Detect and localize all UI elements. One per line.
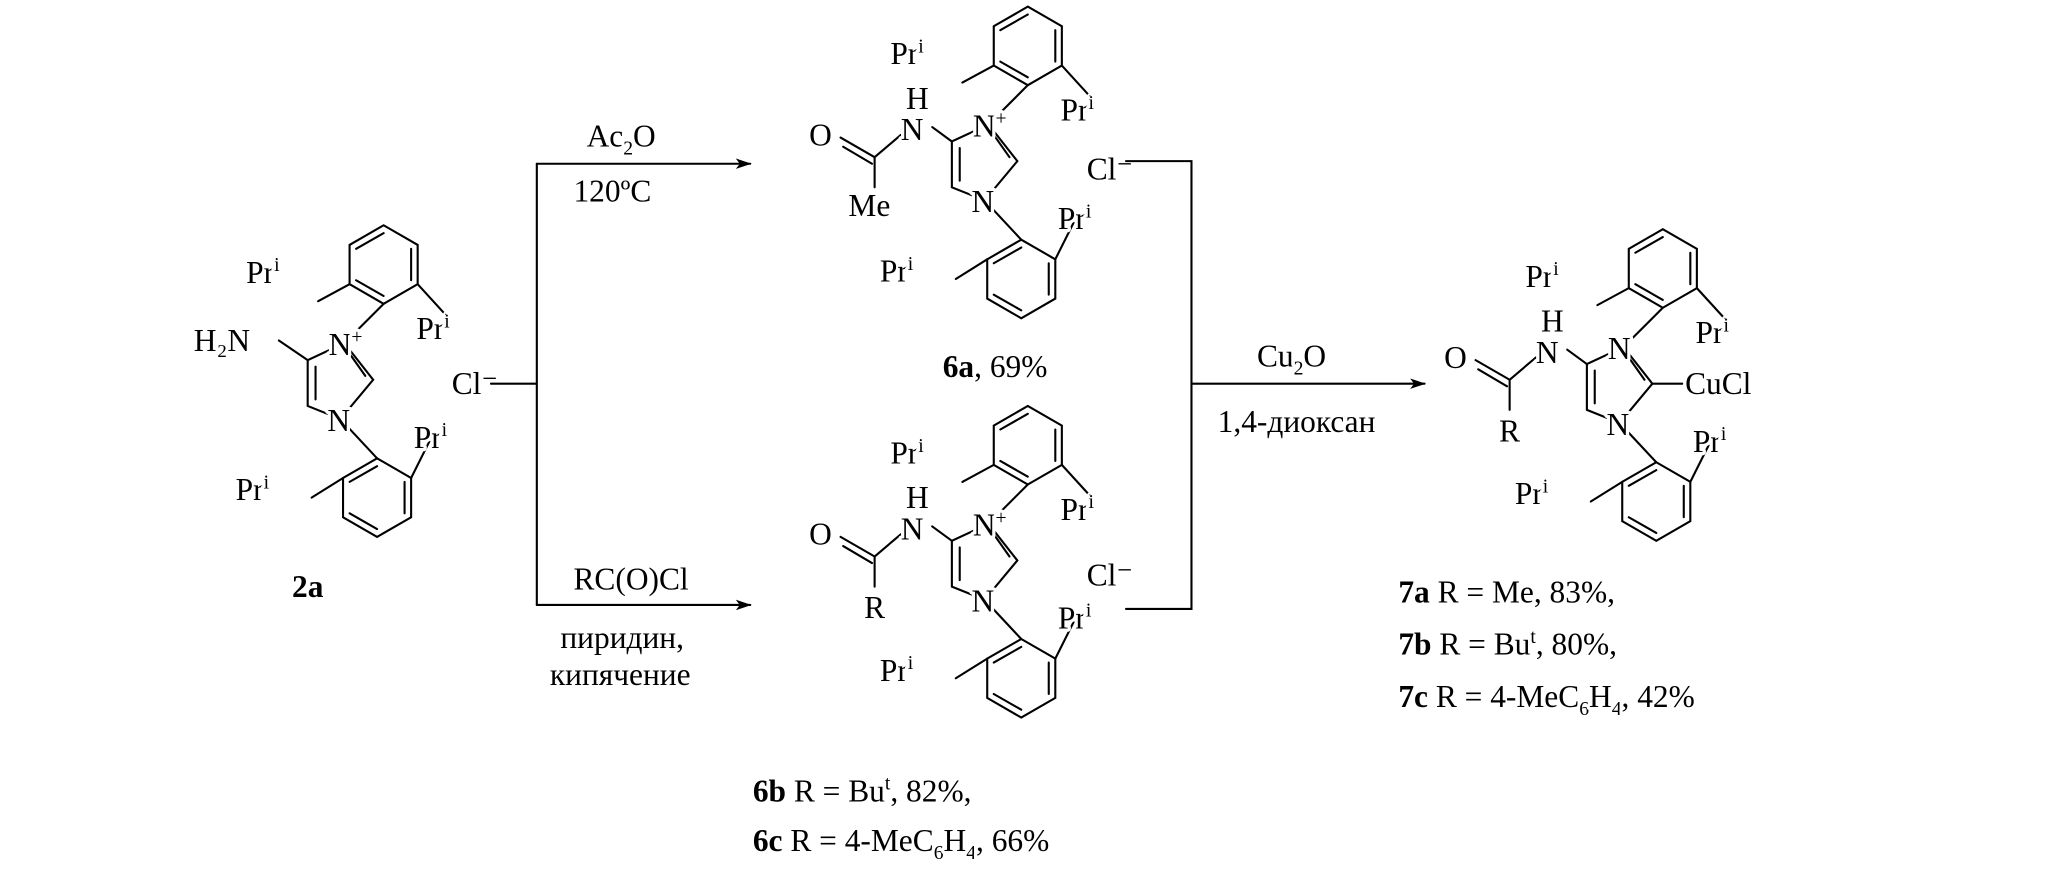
reagent-cu2o: Cu2O xyxy=(1257,339,1326,380)
pr-label: Pri xyxy=(1058,601,1092,636)
reagent-acyl-chloride: RC(O)Cl xyxy=(573,561,688,596)
pr-label: Pri xyxy=(416,311,450,346)
atom-o: O xyxy=(809,117,832,152)
reagent-ac2o: Ac2O xyxy=(587,119,656,160)
solvent-pyridine: пиридин, xyxy=(560,620,684,655)
atom-h: H xyxy=(906,81,929,116)
pr-label: Pri xyxy=(880,653,914,688)
atom-n: N xyxy=(1608,331,1631,366)
pr-label: Pri xyxy=(880,254,914,289)
atom-n: N xyxy=(327,403,350,438)
pr-label: Pri xyxy=(1693,424,1727,459)
atom-n: N xyxy=(972,184,995,219)
atom-o: O xyxy=(1444,340,1467,375)
pr-label: Pri xyxy=(890,436,924,471)
r-group-label: R xyxy=(864,590,885,625)
atom-h: H xyxy=(1541,303,1564,338)
compound-label-7c: 7c R = 4-MeC6H4, 42% xyxy=(1398,679,1694,720)
pr-label: Pri xyxy=(236,472,270,507)
atom-n: N xyxy=(972,584,995,619)
pr-label: Pri xyxy=(246,255,280,290)
atom-n: N xyxy=(1536,335,1559,370)
pr-label: Pri xyxy=(1058,201,1092,236)
compound-6a: N H O Me N+ N Pri Pri Pri Pri Cl⁻ 6a, 69… xyxy=(806,5,1136,387)
atom-n: N xyxy=(901,512,924,547)
atom-n-plus: N+ xyxy=(329,327,363,362)
pr-label: Pri xyxy=(1061,93,1095,128)
amino-label: H₂N xyxy=(194,323,250,358)
atom-n: N xyxy=(1607,407,1630,442)
r-group-label: R xyxy=(1499,413,1520,448)
methyl-label: Me xyxy=(848,188,890,223)
pr-label: Pri xyxy=(414,420,448,455)
compound-2a: H₂N N+ N Pri Pri Pri Pri Cl⁻ 2a xyxy=(191,224,501,607)
atom-n-plus: N+ xyxy=(973,508,1007,543)
compound-label-7b: 7b R = But, 80%, xyxy=(1398,627,1617,662)
compound-label-7a: 7a R = Me, 83%, xyxy=(1398,574,1615,609)
cucl-label: CuCl xyxy=(1685,366,1752,401)
branch-line xyxy=(489,162,538,607)
compound-label-2a: 2a xyxy=(292,569,324,604)
pr-label: Pri xyxy=(1525,259,1559,294)
condition-temperature: 120ºC xyxy=(573,174,651,209)
merge-bracket xyxy=(1124,160,1193,610)
atom-n-plus: N+ xyxy=(973,108,1007,143)
chloride-label: Cl⁻ xyxy=(1087,557,1133,592)
pr-label: Pri xyxy=(1696,315,1730,350)
compound-label-6a: 6a, 69% xyxy=(943,349,1048,384)
atom-h: H xyxy=(906,480,929,515)
pr-label: Pri xyxy=(1515,476,1549,511)
pr-label: Pri xyxy=(890,36,924,71)
compound-label-6b: 6b R = But, 82%, xyxy=(753,773,972,808)
condition-reflux: кипячение xyxy=(550,657,691,692)
solvent-dioxane: 1,4-диоксан xyxy=(1218,404,1376,439)
compound-6b-6c: N H O R N+ N Pri Pri Pri Pri Cl⁻ xyxy=(806,404,1136,719)
compound-7: N H O R N N CuCl Pri Pri Pri Pri xyxy=(1441,228,1755,542)
compound-label-6c: 6c R = 4-MeC6H4, 66% xyxy=(753,823,1049,864)
atom-o: O xyxy=(809,517,832,552)
atom-n: N xyxy=(901,112,924,147)
chloride-label: Cl⁻ xyxy=(1087,151,1133,186)
pr-label: Pri xyxy=(1061,492,1095,527)
